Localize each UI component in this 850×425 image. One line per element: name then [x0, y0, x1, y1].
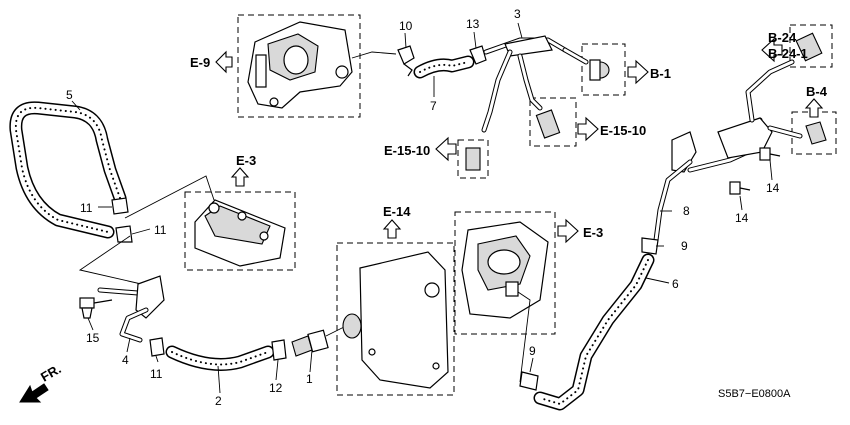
callout-11-lower: 11 — [150, 367, 163, 381]
pipe-8 — [653, 59, 803, 243]
hollow-arrow-icon — [435, 136, 457, 162]
callout-14-lower: 14 — [735, 211, 749, 225]
hose-clamp-9-upper — [641, 237, 659, 255]
hollow-arrow-icon — [761, 37, 783, 63]
pump-housing-illustration — [247, 21, 353, 109]
detail-box-e3-upper — [184, 191, 296, 271]
hose-clamp-11-middle — [115, 225, 133, 243]
callout-11-upper: 11 — [80, 201, 93, 215]
detail-box-top — [237, 14, 361, 118]
hose-clamp-9-lower — [519, 371, 539, 391]
ref-e3-upper: E-3 — [236, 153, 256, 168]
hollow-arrow-icon — [577, 116, 599, 142]
front-direction-arrow-icon — [19, 383, 49, 403]
fitting-b24 — [795, 32, 823, 62]
hose-2 — [165, 345, 275, 371]
ref-b1: B-1 — [650, 66, 671, 81]
ref-b4: B-4 — [806, 84, 828, 99]
callout-10: 10 — [399, 19, 413, 33]
callout-8: 8 — [683, 204, 690, 218]
hollow-arrow-icon — [230, 167, 250, 187]
callout-11-middle: 11 — [154, 223, 167, 237]
callout-13: 13 — [466, 17, 480, 31]
cover-plate-illustration — [342, 251, 449, 389]
hollow-arrow-icon — [804, 98, 824, 118]
hose-5 — [9, 101, 127, 239]
callout-7: 7 — [430, 99, 437, 113]
hollow-arrow-icon — [382, 219, 402, 239]
detail-box-e14 — [336, 242, 455, 396]
fitting-e15-10-left — [465, 147, 481, 171]
hose-clamp-12 — [271, 339, 287, 361]
detail-box-e15-10-left — [457, 139, 489, 179]
manifold-illustration — [194, 199, 286, 267]
callout-15: 15 — [86, 331, 100, 345]
pipe-3 — [481, 35, 589, 133]
fitting-b4 — [805, 121, 827, 145]
bolt-14-lower — [729, 181, 751, 195]
callout-14-upper: 14 — [766, 181, 780, 195]
front-direction-label: FR. — [38, 361, 64, 384]
ref-b24-1: B-24-1 — [768, 46, 808, 61]
hose-clamp-11-upper — [111, 197, 129, 215]
callout-6: 6 — [672, 277, 679, 291]
callout-5: 5 — [66, 88, 73, 102]
detail-box-e15-10-right — [529, 97, 577, 147]
bolt-14-upper — [759, 147, 781, 161]
hose-clamp-13 — [469, 45, 487, 65]
ref-b24: B-24 — [768, 30, 797, 45]
ref-e9: E-9 — [190, 55, 210, 70]
hose-clamp-10 — [397, 45, 415, 77]
thermostat-housing-illustration — [461, 221, 549, 319]
callout-9-upper: 9 — [681, 239, 688, 253]
ref-e15-10-right: E-15-10 — [600, 123, 646, 138]
hose-6 — [533, 253, 655, 411]
fitting-e15-10-right — [535, 109, 561, 139]
ref-e15-10-left: E-15-10 — [384, 143, 430, 158]
bolt-15 — [79, 297, 113, 319]
detail-box-b24 — [789, 24, 833, 68]
fitting-b1 — [589, 59, 610, 81]
hose-7 — [413, 55, 475, 79]
ref-e3-right: E-3 — [583, 225, 603, 240]
callout-9-lower: 9 — [529, 344, 536, 358]
callout-1: 1 — [306, 372, 313, 386]
hollow-arrow-icon — [557, 218, 579, 244]
hose-clamp-11-lower — [149, 337, 165, 357]
callout-3: 3 — [514, 7, 521, 21]
hollow-arrow-icon — [627, 59, 649, 85]
callout-2: 2 — [215, 394, 222, 408]
callout-12: 12 — [269, 381, 283, 395]
diagram-code: S5B7−E0800A — [718, 388, 791, 400]
fitting-1 — [291, 329, 329, 357]
hollow-arrow-icon — [215, 50, 233, 74]
pipe-4 — [97, 275, 165, 343]
ref-e14: E-14 — [383, 204, 411, 219]
detail-box-b1 — [581, 43, 626, 96]
callout-4: 4 — [122, 353, 129, 367]
detail-box-e3-right — [454, 211, 556, 335]
